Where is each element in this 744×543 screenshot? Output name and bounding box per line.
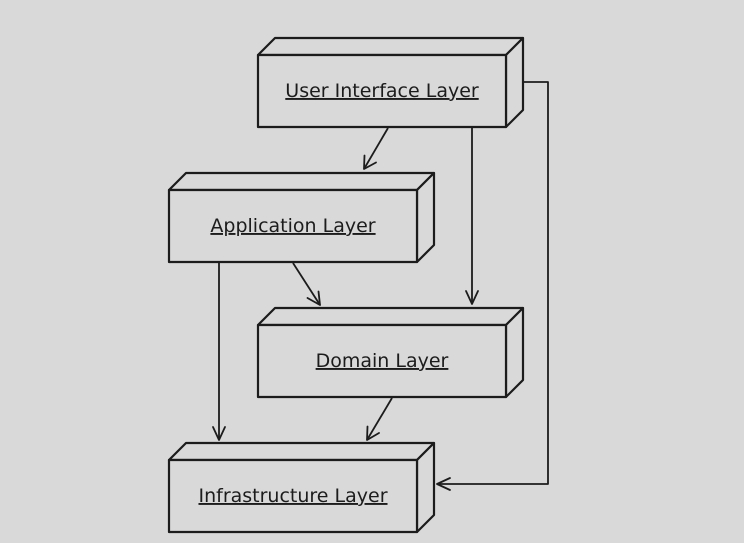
node-front-face <box>167 188 419 264</box>
node-front-face <box>256 53 508 129</box>
arrowhead-icon <box>363 154 377 170</box>
arrowhead-icon <box>436 477 451 491</box>
node-top-face <box>167 171 436 192</box>
node-top-face <box>256 306 525 327</box>
node-label: User Interface Layer <box>285 80 479 102</box>
edge-ui-to-domain <box>465 128 479 305</box>
edge-application-to-domain <box>292 262 321 306</box>
edge-line <box>366 397 393 441</box>
edge-line <box>437 81 549 485</box>
edge-line <box>363 127 389 170</box>
node-side-face <box>504 306 525 399</box>
node-label: Infrastructure Layer <box>198 485 387 507</box>
edge-line <box>292 262 321 306</box>
node-top-face <box>167 441 436 462</box>
node-top-face <box>256 36 525 57</box>
node-domain-layer[interactable]: Domain Layer <box>256 306 525 399</box>
arrowhead-icon <box>212 426 226 441</box>
arrowhead-icon <box>366 425 380 441</box>
edge-domain-to-infrastructure <box>366 397 393 441</box>
node-label: Domain Layer <box>316 350 449 372</box>
node-side-face <box>504 36 525 129</box>
node-infrastructure-layer[interactable]: Infrastructure Layer <box>167 441 436 534</box>
edge-application-to-infrastructure <box>212 263 226 441</box>
node-front-face <box>256 323 508 399</box>
node-front-face <box>167 458 419 534</box>
edge-ui-to-infrastructure <box>436 81 549 491</box>
edge-ui-to-application <box>363 127 389 170</box>
node-label: Application Layer <box>210 215 375 237</box>
arrowhead-icon <box>465 290 479 305</box>
node-side-face <box>415 171 436 264</box>
node-user-interface-layer[interactable]: User Interface Layer <box>256 36 525 129</box>
arrowhead-icon <box>306 290 321 306</box>
node-application-layer[interactable]: Application Layer <box>167 171 436 264</box>
node-side-face <box>415 441 436 534</box>
